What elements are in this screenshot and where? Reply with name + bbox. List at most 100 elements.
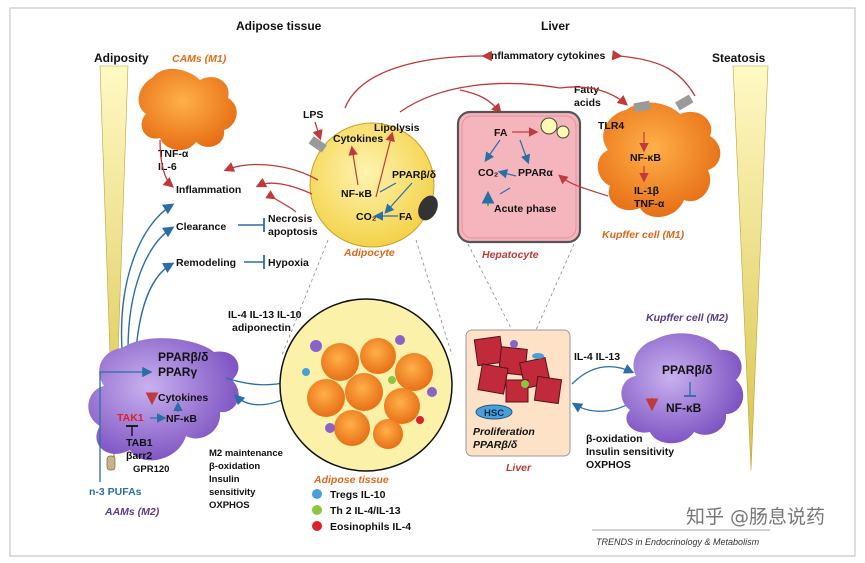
adiposity-gradient (99, 65, 129, 471)
inflammation-label: Inflammation (176, 184, 241, 196)
aam-cell (88, 338, 239, 461)
kupffer-nfkb: NF-κB (630, 152, 661, 164)
liver-proliferation: Proliferation (473, 426, 535, 438)
secreted-adiponectin: adiponectin (232, 322, 291, 334)
arrow-fa-co2-liver (484, 139, 501, 162)
necrosis-label: Necrosis (268, 213, 313, 225)
watermark: 知乎 @肠息说药 (686, 506, 825, 528)
adipocyte-cell (309, 122, 435, 248)
aam-tak1: TAK1 (117, 412, 144, 424)
gpr120-receptor (106, 455, 116, 471)
tlr-receptor-adipocyte (308, 136, 327, 153)
arrow-fa-tlr4 (559, 86, 628, 106)
hepatocyte-ppar: PPARα (518, 167, 553, 179)
liver-name: Liver (506, 462, 532, 474)
secreted-il: IL-4 IL-13 IL-10 (228, 309, 302, 321)
kupffer-m1-cell (597, 102, 721, 218)
m2-list-1: M2 maintenance (209, 448, 283, 459)
arrow-cams-inflammation (159, 139, 174, 188)
header-steatosis: Steatosis (712, 51, 766, 65)
hsc-cell (475, 404, 513, 420)
adipocyte-cytokines: Cytokines (333, 133, 383, 145)
inflammatory-cytokines-label: Inflammatory cytokines (488, 50, 605, 62)
arrow-fa-ppar (519, 139, 531, 165)
lps-label: LPS (303, 109, 323, 121)
arrow-ppar-co2-liver (497, 169, 517, 179)
legend-dot-1 (312, 505, 322, 515)
liver-hepatocytes (473, 335, 563, 405)
aam-gpr120: GPR120 (133, 464, 169, 475)
arrow-ppar-co2 (384, 182, 413, 214)
arrow-aam-remodeling (135, 262, 175, 351)
tlr4-receptor (633, 100, 651, 113)
hepatocyte-fa: FA (494, 127, 508, 139)
adipocyte-ppar: PPARβ/δ (392, 169, 436, 181)
kupffer-m2-l1: β-oxidation (586, 433, 643, 445)
kupffer-m2-l3: OXPHOS (586, 459, 631, 471)
kupffer-m2-ppar: PPARβ/δ (662, 363, 712, 377)
kupffer-tlr4: TLR4 (598, 120, 624, 132)
legend-label-1: Th 2 IL-4/IL-13 (330, 505, 401, 517)
steatosis-gradient (732, 65, 769, 471)
adipocyte-co2: CO₂ (356, 211, 377, 223)
adipose-tissue-name: Adipose tissue (313, 474, 389, 486)
header-liver: Liver (541, 19, 570, 33)
arrow-pufa-ppar (99, 366, 153, 482)
legend: Tregs IL-10 Th 2 IL-4/IL-13 Eosinophils … (312, 489, 411, 533)
arrow-to-lipolysis (375, 131, 395, 198)
aam-barr2: βarr2 (126, 450, 152, 462)
liver-ppar: PPARβ/δ (473, 439, 518, 451)
remodeling-label: Remodeling (176, 257, 236, 269)
arrow-cytokines-adipocyte (344, 50, 492, 109)
cams-cell (138, 68, 237, 151)
arrow-kupffer-hepatocyte (558, 174, 609, 197)
cams-il6: IL-6 (158, 161, 177, 173)
m2-list-2: β-oxidation (209, 461, 260, 472)
m2-list-5: OXPHOS (209, 500, 250, 511)
apoptosis-label: apoptosis (268, 226, 318, 238)
arrow-adipocyte-inflammation (223, 162, 319, 181)
liver-il: IL-4 IL-13 (574, 351, 620, 363)
adipocyte-lipolysis: Lipolysis (374, 122, 420, 134)
hepatocyte-name: Hepatocyte (482, 249, 539, 261)
inhibit-ppar-nfkb (379, 182, 397, 193)
cams-tnf: TNF-α (158, 148, 189, 160)
zoom-line-right (415, 239, 453, 356)
header-adiposity: Adiposity (94, 51, 149, 65)
zoom-line-liver-left (467, 243, 513, 331)
hsc-label: HSC (484, 408, 504, 419)
aam-ppar-g: PPARγ (158, 365, 197, 379)
kupffer-m1-name: Kupffer cell (M1) (602, 229, 685, 241)
kupffer-tnf: TNF-α (634, 198, 665, 210)
arrow-liver-kupffer (571, 364, 635, 385)
kupffer-m2-nfkb: NF-κB (666, 401, 702, 415)
kupffer-m2-name: Kupffer cell (M2) (646, 312, 729, 324)
legend-dot-0 (312, 489, 322, 499)
hepatocyte-cell (456, 110, 582, 244)
aam-cytokines: Cytokines (158, 392, 208, 404)
legend-label-0: Tregs IL-10 (330, 489, 386, 501)
credit: TRENDS in Endocrinology & Metabolism (596, 537, 760, 547)
lipid-droplet-1 (540, 117, 558, 135)
adipocyte-fa: FA (399, 211, 413, 223)
aam-tab1: TAB1 (126, 437, 153, 449)
adipocyte-cluster (302, 335, 437, 449)
m2-list-3: Insulin (209, 474, 240, 485)
kupffer-m2-l2: Insulin sensitivity (586, 446, 674, 458)
arrow-fatty-acids (399, 82, 561, 113)
arrow-aam-inflammation (120, 203, 175, 351)
legend-label-2: Eosinophils IL-4 (330, 521, 411, 533)
hypoxia-label: Hypoxia (268, 257, 309, 269)
adipocyte-name: Adipocyte (343, 247, 395, 259)
cams-title: CAMs (M1) (172, 53, 227, 65)
hepatocyte-inner (461, 115, 577, 239)
tlr4-receptor-2 (675, 94, 694, 111)
m2-list-4: sensitivity (209, 487, 256, 498)
aam-ppar-bd: PPARβ/δ (158, 350, 208, 364)
fatty-acids-l1: Fatty (574, 84, 599, 96)
clearance-label: Clearance (176, 221, 226, 233)
fatty-acids-l2: acids (574, 97, 601, 109)
diagram-frame (9, 7, 856, 557)
